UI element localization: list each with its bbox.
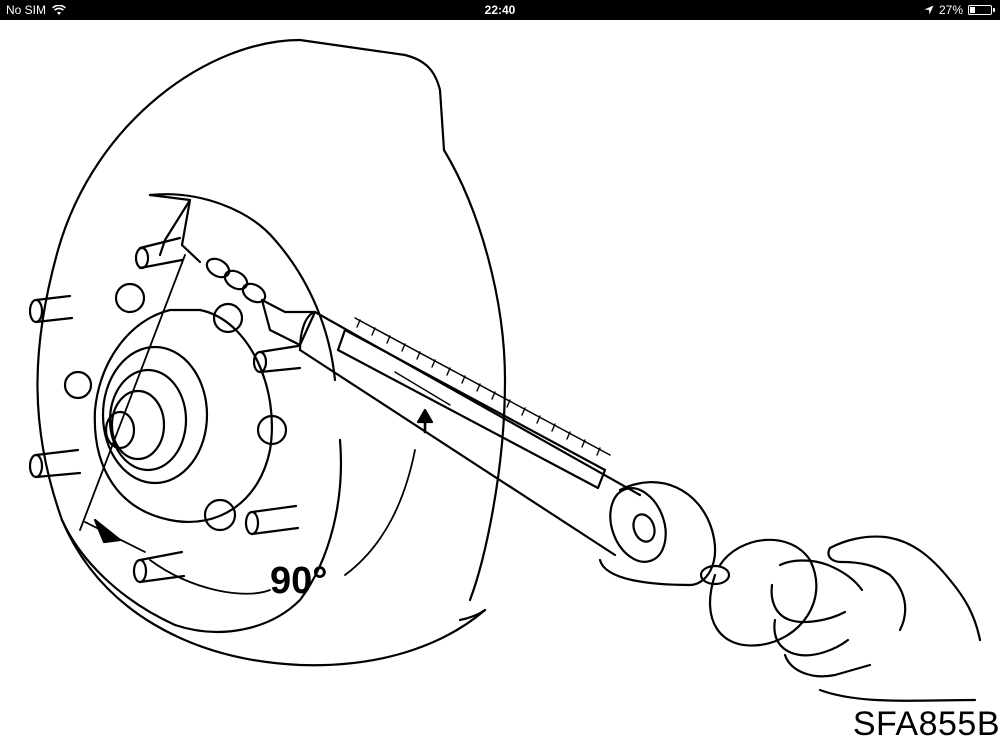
location-arrow-icon <box>924 5 934 15</box>
status-left: No SIM <box>6 0 66 20</box>
wifi-icon <box>52 4 66 15</box>
battery-icon <box>968 5 995 15</box>
battery-fill <box>970 7 976 13</box>
carrier-label: No SIM <box>6 3 47 17</box>
clock: 22:40 <box>484 3 516 17</box>
hand-illustration <box>770 535 982 702</box>
angle-label: 90° <box>270 560 328 602</box>
angle-dimension <box>79 254 416 595</box>
figure-code: SFA855B <box>852 705 1000 743</box>
spring-scale-illustration <box>148 193 818 647</box>
status-right: 27% <box>924 0 995 20</box>
status-center: 22:40 <box>0 0 1000 20</box>
technical-drawing <box>28 38 982 702</box>
battery-percent: 27% <box>938 3 963 17</box>
image-viewer[interactable]: 90° SFA855B <box>0 20 1000 750</box>
brake-disc-illustration <box>28 38 507 667</box>
status-bar: No SIM 22:40 27% <box>0 0 1000 20</box>
